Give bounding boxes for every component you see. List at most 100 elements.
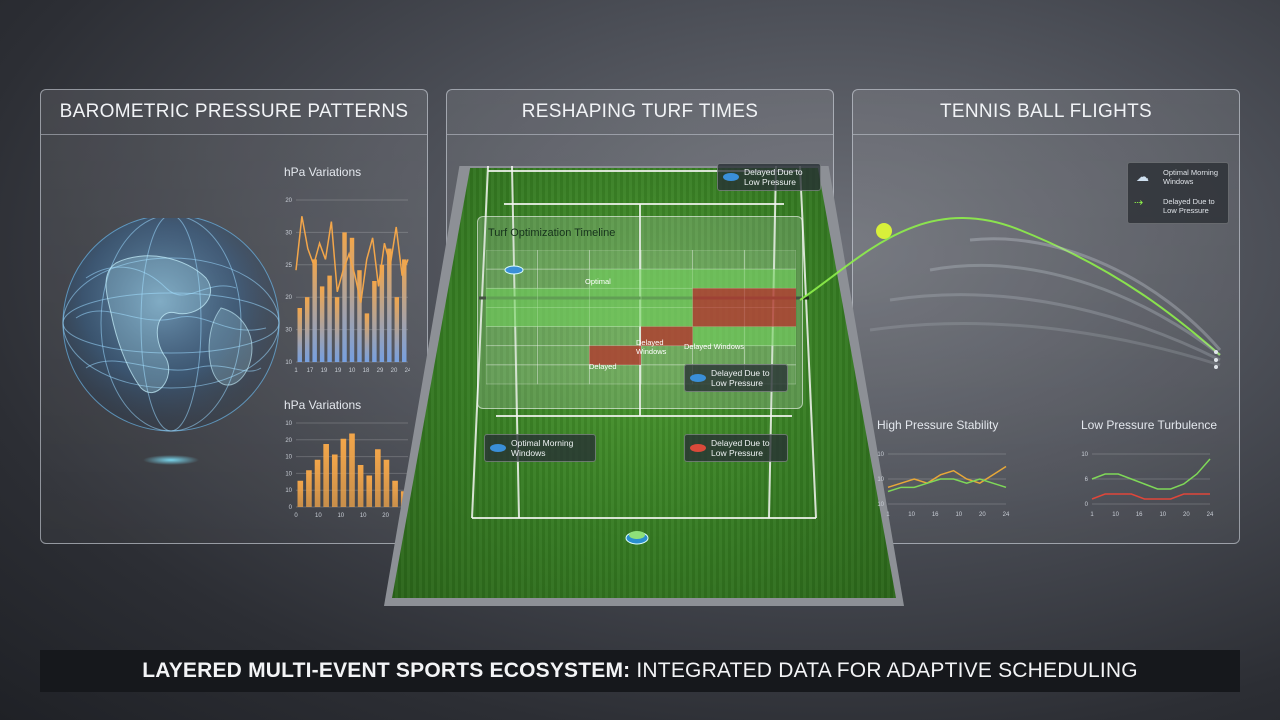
x-tick-label: 20	[391, 368, 398, 374]
series-line	[887, 465, 1007, 489]
optimal-cell	[692, 326, 745, 346]
grid-cell	[537, 326, 590, 347]
optimal-cell	[641, 269, 693, 289]
bar	[342, 232, 347, 362]
series-line	[1091, 493, 1210, 500]
hpa-chart-2: 1020101010001010102020	[285, 421, 410, 519]
tennis-panel-title: TENNIS BALL FLIGHTS	[853, 90, 1239, 135]
tennis-court	[392, 168, 896, 598]
puck-blue-icon	[723, 173, 739, 181]
bar	[375, 449, 381, 507]
cell-delayed-windows-label: Delayed Windows	[636, 338, 667, 356]
x-tick-label: 17	[307, 368, 314, 374]
series-line	[1091, 458, 1211, 490]
y-tick-label: 10	[285, 488, 292, 494]
turf-top-tag: Delayed Due to Low Pressure	[717, 163, 821, 191]
grid-cell	[640, 250, 694, 270]
x-tick-label: 29	[377, 368, 384, 374]
bar	[319, 286, 325, 362]
turf-timeline-title: Turf Optimization Timeline	[488, 227, 616, 239]
series-line	[887, 478, 1007, 493]
x-tick-label: 16	[932, 512, 939, 518]
bar	[334, 297, 340, 362]
bar	[331, 454, 338, 507]
puck-red-icon	[690, 444, 706, 452]
x-tick-label: 10	[1159, 512, 1166, 518]
grid-puck-icon	[504, 265, 524, 275]
delayed-cell	[744, 307, 796, 327]
optimal-cell	[486, 307, 538, 327]
tennis-ball-icon	[876, 223, 892, 239]
grid-cell	[537, 250, 590, 270]
optimal-cell	[589, 269, 641, 289]
footer-banner: LAYERED MULTI-EVENT SPORTS ECOSYSTEM: IN…	[40, 650, 1240, 692]
grid-cell	[486, 326, 539, 347]
y-tick-label: 0	[289, 505, 293, 511]
grid-cell	[486, 345, 539, 366]
bar	[304, 297, 310, 362]
ball-flight-paths	[799, 217, 1222, 369]
banner-bold-text: LAYERED MULTI-EVENT SPORTS ECOSYSTEM:	[142, 659, 631, 682]
bar	[297, 480, 304, 507]
x-tick-label: 10	[337, 513, 344, 519]
grid-cell	[588, 326, 642, 347]
y-tick-label: 10	[285, 455, 292, 461]
bar	[349, 237, 355, 362]
court-puck-icon	[625, 531, 649, 545]
grid-cell	[537, 364, 590, 385]
bar	[323, 444, 329, 507]
x-tick-label: 16	[1136, 512, 1143, 518]
bar	[312, 259, 317, 362]
bar	[349, 433, 355, 507]
x-tick-label: 1	[886, 512, 890, 518]
bar	[402, 259, 407, 362]
x-tick-label: 10	[955, 512, 962, 518]
y-tick-label: 10	[877, 477, 884, 483]
bar	[379, 264, 385, 362]
y-tick-label: 10	[285, 471, 292, 477]
bar	[340, 438, 347, 507]
turf-top-tag-label: Delayed Due to Low Pressure	[744, 167, 803, 187]
grid-cell	[588, 250, 642, 270]
x-tick-label: 1	[294, 368, 298, 374]
delayed-low-pressure-tag-label: Delayed Due to Low Pressure	[711, 438, 770, 458]
puck-green-icon	[490, 444, 506, 452]
optimal-cell	[692, 269, 745, 289]
x-tick-label: 20	[979, 512, 986, 518]
y-tick-label: 10	[285, 421, 292, 427]
bar	[306, 470, 312, 507]
grid-cell	[537, 268, 590, 289]
y-tick-label: 6	[1085, 477, 1089, 483]
puck-blue-icon	[690, 374, 706, 382]
low-pressure-chart-title: Low Pressure Turbulence	[1081, 418, 1218, 432]
bar	[314, 459, 321, 507]
legend-delayed-label: Delayed Due to Low Pressure	[1163, 197, 1215, 215]
bar	[357, 465, 364, 507]
x-tick-label: 10	[1112, 512, 1119, 518]
y-tick-label: 10	[877, 452, 884, 458]
x-tick-label: 10	[908, 512, 915, 518]
bar	[366, 475, 373, 507]
optimal-cell	[537, 288, 590, 308]
optimal-cell	[641, 307, 693, 327]
delayed-low-pressure-tag: Delayed Due to Low Pressure	[684, 434, 788, 462]
y-tick-label: 0	[1085, 502, 1089, 508]
optimal-cell	[744, 269, 796, 289]
y-tick-label: 20	[285, 295, 292, 301]
hpa-chart-2-title: hPa Variations	[284, 398, 362, 412]
x-tick-label: 20	[382, 513, 389, 519]
x-tick-label: 24	[405, 368, 410, 374]
optimal-cell	[589, 307, 641, 327]
y-tick-label: 20	[285, 198, 292, 204]
x-tick-label: 1	[1090, 512, 1094, 518]
y-tick-label: 30	[285, 230, 292, 236]
grid-cell	[743, 250, 796, 270]
delayed-cell	[744, 288, 796, 308]
bar	[383, 459, 390, 507]
x-tick-label: 24	[1207, 512, 1214, 518]
y-tick-label: 10	[285, 360, 292, 366]
x-tick-label: 18	[363, 368, 370, 374]
flight-legend: ☁ Optimal Morning Windows ⇢ Delayed Due …	[1127, 162, 1229, 224]
